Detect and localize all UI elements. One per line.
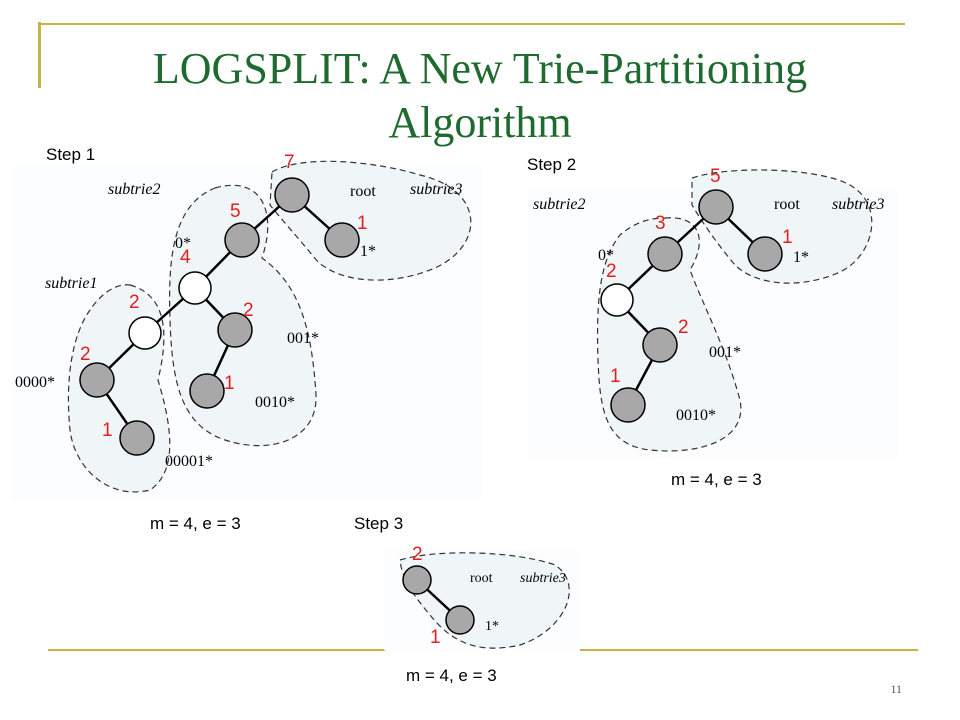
step1-node-000 xyxy=(128,316,162,350)
step2-node-001 xyxy=(642,327,678,363)
step2-prefix-001: 001* xyxy=(709,344,741,361)
step1-label: Step 1 xyxy=(46,145,96,164)
step1-prefix-0010: 0010* xyxy=(255,394,295,411)
step2-prefix-root: root xyxy=(774,196,800,213)
step1-subtrie3-label: subtrie3 xyxy=(410,181,462,198)
step1-prefix-0000: 0000* xyxy=(15,374,55,391)
step2-count-1: 1 xyxy=(782,227,793,248)
step1-count-1: 1 xyxy=(357,213,368,234)
step2-subtrie3-region xyxy=(691,169,873,284)
step1-count-00001: 1 xyxy=(102,420,113,441)
slide-number: 11 xyxy=(890,682,902,696)
step3-params: m = 4, e = 3 xyxy=(406,666,497,685)
step1-prefix-root: root xyxy=(350,183,376,200)
step3-subtrie3-region xyxy=(399,552,570,649)
step1-node-0010 xyxy=(189,373,225,409)
step2-count-0010: 1 xyxy=(610,366,621,387)
step1-node-00 xyxy=(178,271,212,305)
step2-node-1 xyxy=(747,236,783,272)
step2-subtrie2-label: subtrie2 xyxy=(533,196,585,213)
step1-node-1 xyxy=(324,222,360,258)
step1-node-0000 xyxy=(79,362,115,398)
step1-params: m = 4, e = 3 xyxy=(150,514,241,533)
step1-prefix-0: 0* xyxy=(175,235,191,252)
step1-node-root xyxy=(274,177,310,213)
step1-prefix-001: 001* xyxy=(287,330,319,347)
step2-prefix-1: 1* xyxy=(793,249,809,266)
step2-subtrie3-label: subtrie3 xyxy=(832,196,884,213)
step2-count-0: 3 xyxy=(655,213,666,234)
step2-node-0010 xyxy=(610,387,646,423)
step2-params: m = 4, e = 3 xyxy=(671,470,762,489)
step2-count-00: 2 xyxy=(606,261,617,282)
page-title: LOGSPLIT: A New Trie-Partitioning Algori… xyxy=(40,42,920,150)
step1-node-0 xyxy=(224,222,260,258)
step3-node-1 xyxy=(445,605,475,635)
title-line-1: LOGSPLIT: A New Trie-Partitioning xyxy=(152,44,808,93)
step3-prefix-1: 1* xyxy=(485,619,499,634)
step1-count-000: 2 xyxy=(129,292,140,313)
step2-prefix-0: 0* xyxy=(598,247,614,264)
step2-node-0 xyxy=(647,236,683,272)
title-line-2: Algorithm xyxy=(388,98,572,147)
step1-count-0000: 2 xyxy=(80,344,91,365)
frame-left-bar xyxy=(38,22,41,88)
step2-label: Step 2 xyxy=(527,155,577,174)
step1-prefix-00001: 00001* xyxy=(165,453,213,470)
step2-count-root: 5 xyxy=(710,166,721,187)
step2-node-root xyxy=(698,189,734,225)
step3-label: Step 3 xyxy=(354,514,404,533)
step1-node-00001 xyxy=(119,420,155,456)
step2-count-001: 2 xyxy=(678,317,689,338)
step1-count-0010: 1 xyxy=(224,373,235,394)
step1-count-root: 7 xyxy=(284,152,295,173)
step1-count-0: 5 xyxy=(230,201,241,222)
step3-prefix-root: root xyxy=(470,571,493,586)
step1-subtrie1-label: subtrie1 xyxy=(45,275,97,292)
step3-count-root: 2 xyxy=(412,544,423,565)
step2-prefix-0010: 0010* xyxy=(676,407,716,424)
step3-count-1: 1 xyxy=(430,627,441,648)
step3-subtrie3-label: subtrie3 xyxy=(520,571,566,586)
step1-subtrie3-region xyxy=(269,160,472,281)
step2-node-00 xyxy=(600,283,634,317)
step1-count-001: 2 xyxy=(243,300,254,321)
step1-prefix-1: 1* xyxy=(360,243,376,260)
step1-count-00: 4 xyxy=(180,247,191,268)
step1-node-001 xyxy=(217,312,253,348)
step3-node-root xyxy=(402,565,432,595)
step1-subtrie2-label: subtrie2 xyxy=(108,181,160,198)
